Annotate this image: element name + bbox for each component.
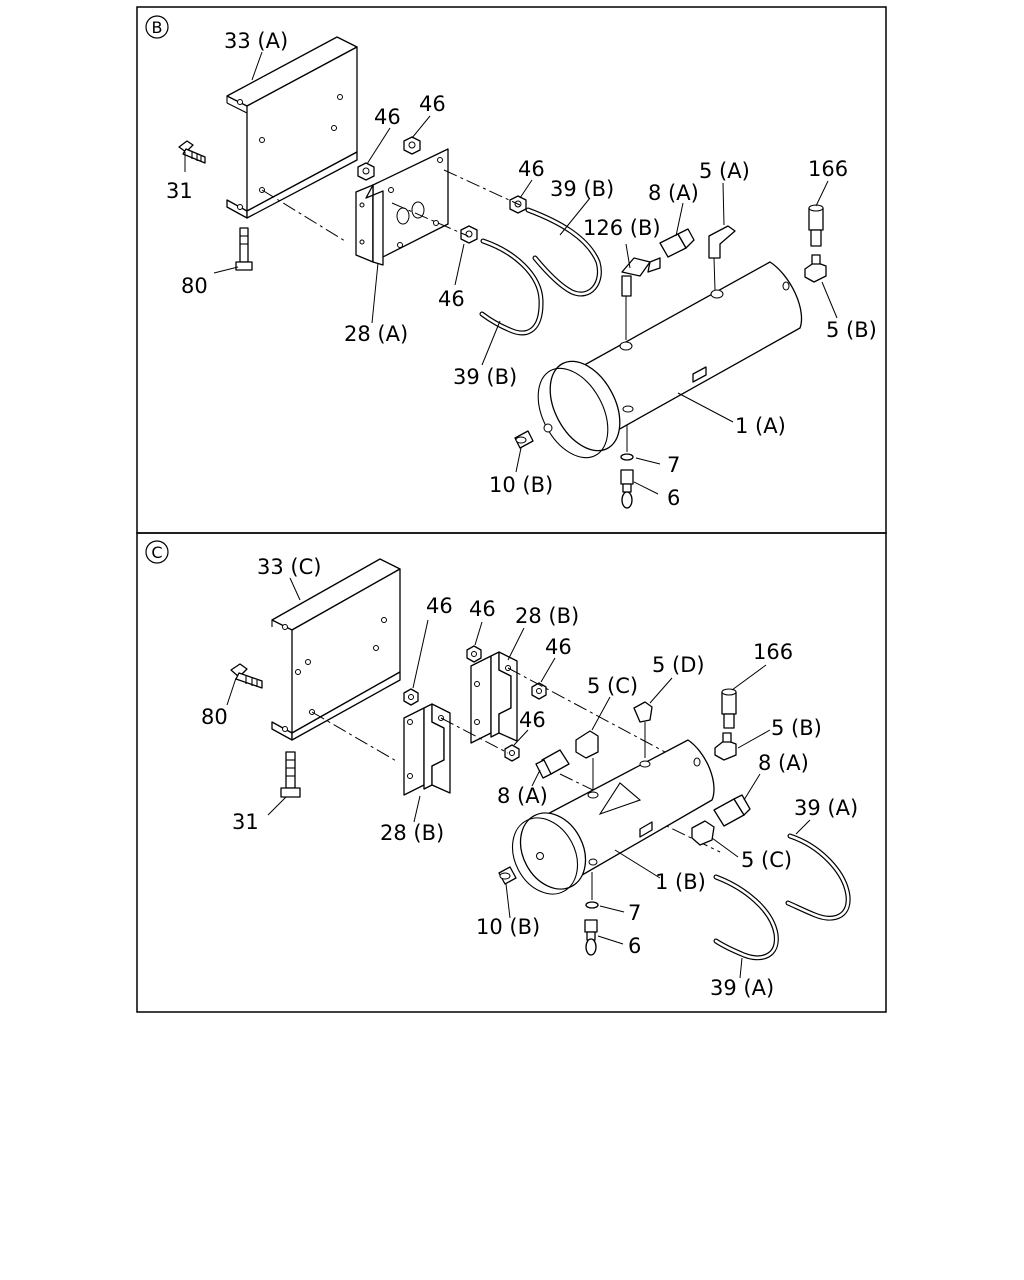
fitting-5d xyxy=(633,701,653,758)
bracket-33a xyxy=(226,36,358,219)
nut-46-c2 xyxy=(466,645,482,663)
centerline-b3 xyxy=(391,202,469,237)
label-28a: 28 (A) xyxy=(344,322,408,346)
label-46-b3: 46 xyxy=(518,157,545,181)
bolt-31 xyxy=(178,140,206,164)
leaders-b xyxy=(184,51,838,495)
centerline-c2 xyxy=(440,717,509,754)
label-39a-lower: 39 (A) xyxy=(710,976,774,1000)
section-b-marker-text: B xyxy=(152,18,163,37)
label-5c-lower: 5 (C) xyxy=(741,848,792,872)
nut-46-c4 xyxy=(504,744,520,762)
strap-28a xyxy=(355,148,449,266)
label-10b-c: 10 (B) xyxy=(476,915,540,939)
label-33c: 33 (C) xyxy=(257,555,321,579)
centerline-b1 xyxy=(261,189,346,242)
label-1a: 1 (A) xyxy=(735,414,786,438)
plug-10b-b xyxy=(514,430,534,449)
air-tank-1a xyxy=(537,261,803,459)
connector-8a-c1 xyxy=(535,749,570,779)
label-28b-upper: 28 (B) xyxy=(515,604,579,628)
label-8a-c1: 8 (A) xyxy=(497,784,548,808)
label-5c-upper: 5 (C) xyxy=(587,674,638,698)
strap-28b-lower xyxy=(403,703,451,796)
label-1b: 1 (B) xyxy=(655,870,706,894)
centerline-b2 xyxy=(443,169,521,206)
fitting-5b-b xyxy=(804,254,827,283)
label-6-c: 6 xyxy=(628,934,641,958)
section-c-marker: C xyxy=(145,540,169,564)
label-46-b4: 46 xyxy=(438,287,465,311)
label-28b-lower: 28 (B) xyxy=(380,821,444,845)
label-8a-c2: 8 (A) xyxy=(758,751,809,775)
label-5b-c: 5 (B) xyxy=(771,716,822,740)
bracket-33c xyxy=(271,558,401,741)
label-166-b: 166 xyxy=(808,157,848,181)
washer-7-b xyxy=(620,425,634,461)
pipe-39b-lower xyxy=(479,238,544,336)
label-39a-upper: 39 (A) xyxy=(794,796,858,820)
washer-7-c xyxy=(585,872,599,909)
label-39b-lower: 39 (B) xyxy=(453,365,517,389)
label-33a: 33 (A) xyxy=(224,29,288,53)
label-5a: 5 (A) xyxy=(699,159,750,183)
elbow-126b xyxy=(621,257,661,340)
section-b-marker: B xyxy=(145,15,169,39)
label-166-c: 166 xyxy=(753,640,793,664)
pipe-39a-lower xyxy=(713,874,779,961)
fitting-5a xyxy=(708,225,736,291)
section-c-marker-text: C xyxy=(151,543,162,562)
air-tank-1b xyxy=(511,739,715,895)
nut-46-c1 xyxy=(403,688,419,706)
centerline-c3 xyxy=(507,667,681,761)
label-46-c2: 46 xyxy=(469,597,496,621)
connector-8a-b xyxy=(659,228,695,258)
section-b: B xyxy=(136,6,887,534)
label-46-b1: 46 xyxy=(374,105,401,129)
label-46-c3: 46 xyxy=(545,635,572,659)
label-80-c: 80 xyxy=(201,705,228,729)
label-46-b2: 46 xyxy=(419,92,446,116)
label-5b-b: 5 (B) xyxy=(826,318,877,342)
pipe-39a-upper xyxy=(785,833,851,921)
nut-46-b1 xyxy=(357,162,375,181)
label-31-b: 31 xyxy=(166,179,193,203)
plug-10b-c xyxy=(498,866,517,885)
label-31-c: 31 xyxy=(232,810,259,834)
label-7-b: 7 xyxy=(667,453,680,477)
section-c-frame xyxy=(136,532,887,1013)
bolt-31-c xyxy=(280,751,301,798)
strap-28b-upper xyxy=(470,651,518,744)
label-5d: 5 (D) xyxy=(652,653,705,677)
drain-cock-6-c xyxy=(584,919,598,956)
section-c: C xyxy=(136,532,887,1013)
fitting-5c-upper xyxy=(575,730,599,790)
connector-8a-c2 xyxy=(713,794,751,827)
valve-166-c xyxy=(721,688,737,729)
label-8a-b: 8 (A) xyxy=(648,181,699,205)
leaders-c xyxy=(226,577,811,979)
valve-166-b xyxy=(808,204,824,247)
nut-46-b2 xyxy=(403,136,421,155)
label-6-b: 6 xyxy=(667,486,680,510)
label-46-c1: 46 xyxy=(426,594,453,618)
label-10b-b: 10 (B) xyxy=(489,473,553,497)
fitting-5c-lower xyxy=(691,820,715,846)
nut-46-c3 xyxy=(531,682,547,700)
label-46-c4: 46 xyxy=(519,708,546,732)
label-80-b: 80 xyxy=(181,274,208,298)
label-126b: 126 (B) xyxy=(583,216,661,240)
bolt-80-c xyxy=(230,663,263,689)
label-39b-upper: 39 (B) xyxy=(550,177,614,201)
centerline-c1 xyxy=(311,711,399,763)
label-7-c: 7 xyxy=(628,901,641,925)
fitting-5b-c xyxy=(714,732,737,761)
drain-cock-6-b xyxy=(620,469,634,509)
